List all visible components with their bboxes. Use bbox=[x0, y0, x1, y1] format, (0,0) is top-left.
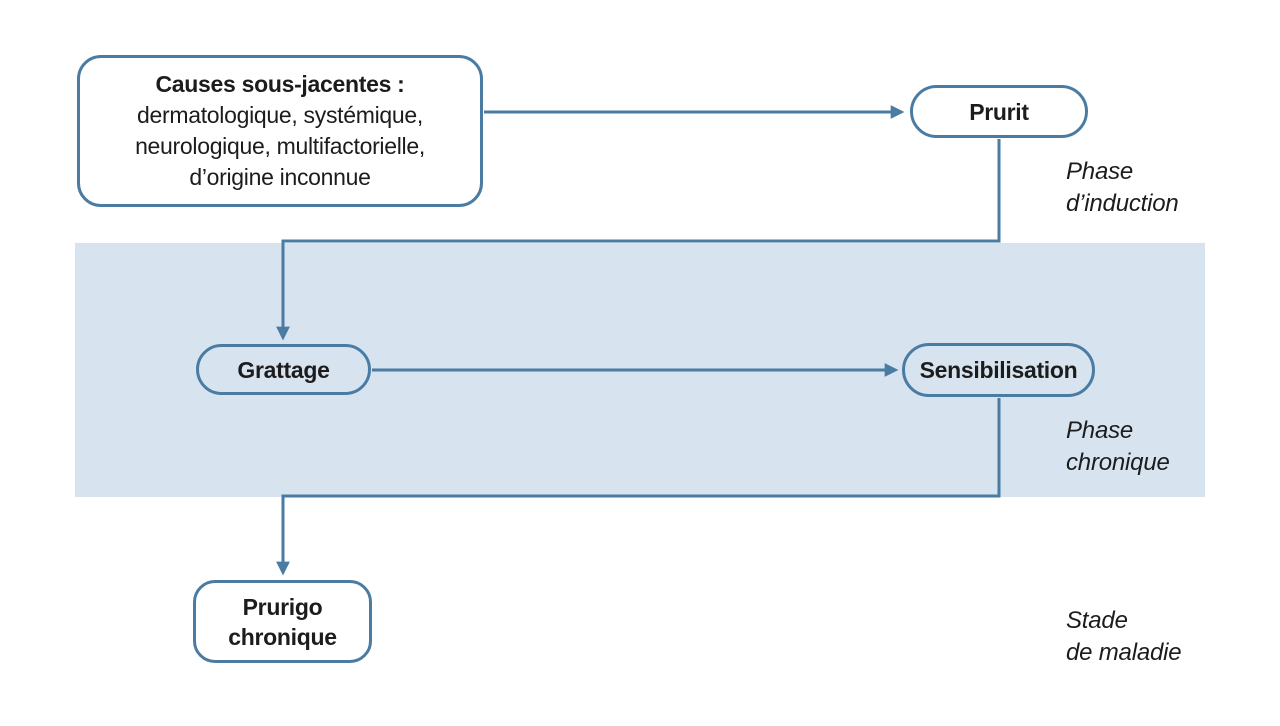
node-prurigo-chronique: Prurigo chronique bbox=[193, 580, 372, 663]
node-grattage: Grattage bbox=[196, 344, 371, 395]
label-phase-induction: Phase d’induction bbox=[1066, 158, 1179, 217]
label-phase-chronique: Phase chronique bbox=[1066, 417, 1170, 476]
label-stade-de-maladie: Stade de maladie bbox=[1066, 607, 1182, 666]
node-underlying-causes-body: dermatologique, systémique, neurologique… bbox=[135, 102, 425, 190]
node-prurit: Prurit bbox=[910, 85, 1088, 138]
node-underlying-causes: Causes sous-jacentes : dermatologique, s… bbox=[77, 55, 483, 207]
node-sensibilisation: Sensibilisation bbox=[902, 343, 1095, 397]
arrow-sensibilisation-to-prurigo bbox=[276, 398, 1001, 576]
arrow-prurit-to-grattage bbox=[276, 139, 1001, 341]
node-underlying-causes-title: Causes sous-jacentes : bbox=[155, 71, 405, 97]
